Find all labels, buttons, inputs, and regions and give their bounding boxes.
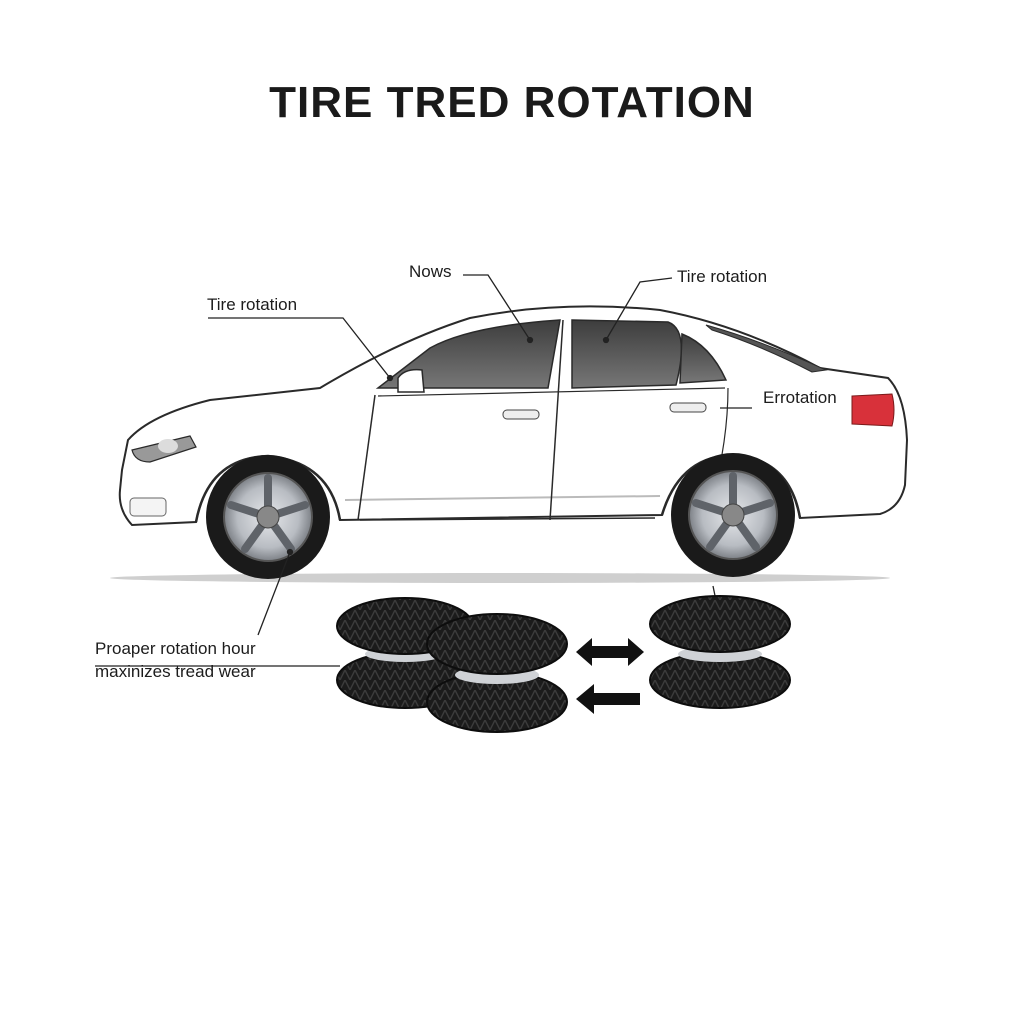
- taillight: [851, 393, 895, 427]
- tire-stack-right: [649, 595, 791, 709]
- ground-shadow: [110, 573, 890, 583]
- label-tire-rotation-right: Tire rotation: [677, 267, 768, 286]
- diagram-title: TIRE TRED ROTATION: [269, 78, 755, 127]
- tire-stack-middle: [426, 613, 568, 733]
- quarter-window: [679, 332, 728, 384]
- label-proper-line2: maxinizes tread wear: [95, 662, 256, 681]
- rear-glass: [705, 324, 828, 373]
- label-rear: Errotation: [763, 388, 837, 407]
- side-mirror: [397, 368, 425, 393]
- front-wheel: [206, 455, 330, 579]
- left-arrow-icon: [576, 684, 640, 714]
- rotation-arrows: [576, 638, 644, 714]
- label-proper-rotation: Proaper rotation hour maxinizes tread we…: [95, 637, 256, 683]
- front-door-handle: [502, 409, 540, 420]
- rear-wheel: [671, 453, 795, 577]
- rear-window: [571, 319, 683, 389]
- leader-lines: [95, 274, 752, 667]
- label-proper-line1: Proaper rotation hour: [95, 639, 256, 658]
- label-nows: Nows: [409, 262, 452, 281]
- label-tire-rotation-left: Tire rotation: [207, 295, 298, 314]
- front-window: [375, 319, 561, 389]
- rear-door-handle: [669, 402, 707, 413]
- double-arrow-icon: [576, 638, 644, 666]
